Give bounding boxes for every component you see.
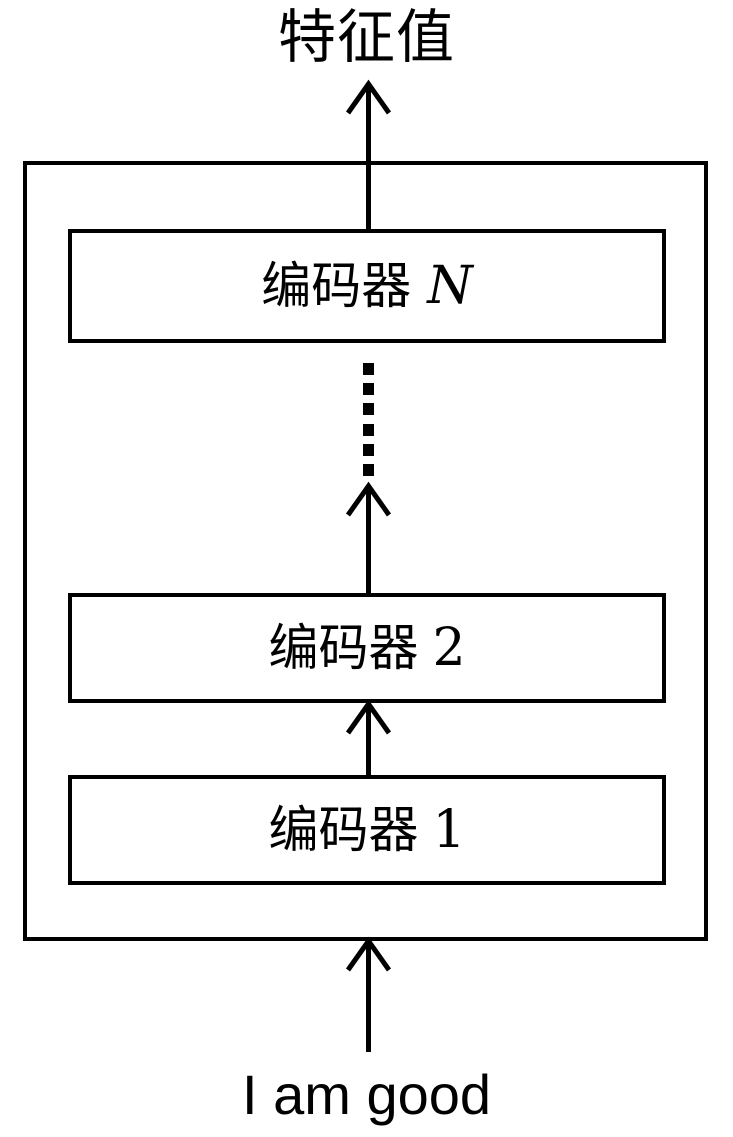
- encoder-n-label: 编码器 N: [261, 258, 473, 314]
- input-label: I am good: [241, 1063, 492, 1126]
- vertical-dots-connector: [363, 363, 374, 476]
- encoder-2-text: 编码器: [268, 619, 419, 677]
- dot-2: [363, 383, 374, 395]
- dot-1: [363, 363, 374, 375]
- encoder-n-box: 编码器 N: [68, 229, 666, 343]
- dot-4: [363, 424, 374, 436]
- output-label: 特征值: [277, 3, 455, 71]
- dot-3: [363, 403, 374, 415]
- encoder-n-text: 编码器: [261, 257, 412, 315]
- encoder-1-text: 编码器: [268, 801, 419, 859]
- encoder-n-index: N: [427, 256, 473, 316]
- encoder-2-index: 2: [432, 618, 466, 678]
- dot-5: [363, 444, 374, 456]
- encoder-1-index: 1: [432, 800, 466, 860]
- arrow-output-head: [345, 79, 392, 115]
- dot-6: [363, 464, 374, 476]
- arrow-input-head: [345, 936, 392, 972]
